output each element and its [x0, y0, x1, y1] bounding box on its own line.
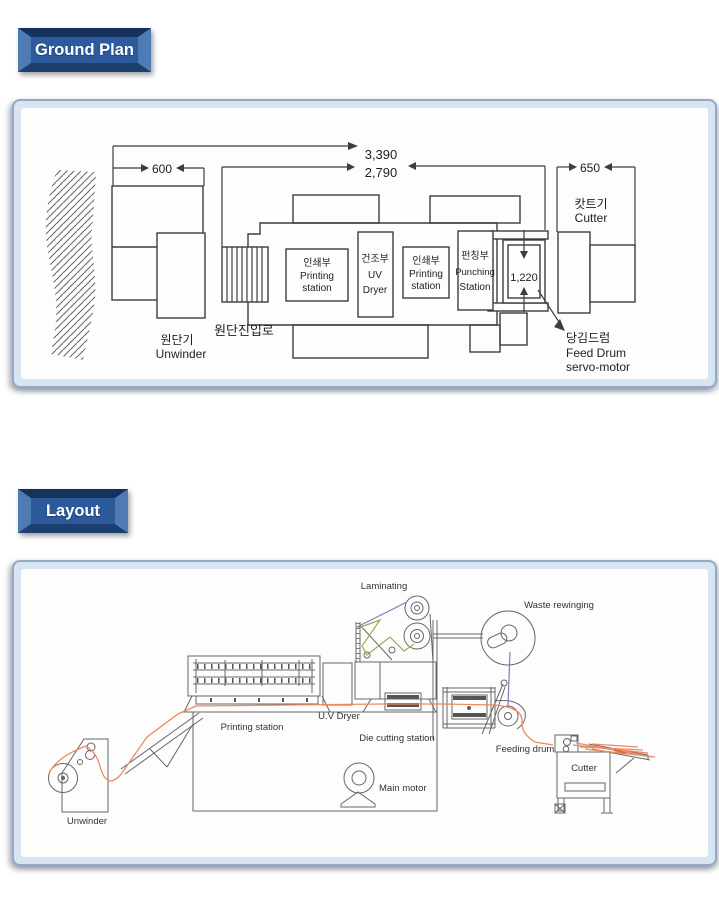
- dim-machine: 2,790: [365, 165, 398, 180]
- die-cutting-label: Die cutting station: [359, 733, 435, 744]
- punch-en1: Punching: [455, 267, 495, 278]
- web-path-green: [357, 618, 415, 656]
- dryer-ko: 건조부: [361, 253, 389, 265]
- dimension-lines: [112, 142, 636, 331]
- layout-svg: Laminating Waste rewinging Printing stat…: [48, 581, 656, 827]
- dim-feed-drum: 1,220: [510, 272, 538, 284]
- ground-plan-svg: 3,390 2,790 600 650 1,220 인쇄부 Printing s…: [45, 142, 636, 374]
- unwinder-side-shape: [48, 738, 109, 813]
- dryer-en1: UV: [368, 270, 382, 281]
- laminating-label: Laminating: [361, 581, 407, 592]
- die-cutting-shape: [362, 692, 437, 713]
- cutter-ko-label: 캇트기: [574, 197, 607, 211]
- uv-dryer-shape: [322, 662, 353, 706]
- ground-plan-title-button: Ground Plan: [18, 28, 151, 72]
- main-motor-shape: [340, 762, 376, 808]
- station2-ko: 인쇄부: [412, 255, 440, 267]
- dim-unwinder: 600: [152, 162, 172, 176]
- feed-drum-en1-label: Feed Drum: [566, 346, 626, 360]
- machine-body-plan: [247, 194, 549, 359]
- unwinder-en-label: Unwinder: [156, 347, 207, 361]
- cutter-en-label: Cutter: [575, 211, 608, 225]
- ground-plan-frame: 3,390 2,790 600 650 1,220 인쇄부 Printing s…: [12, 99, 717, 388]
- layout-title-button: Layout: [18, 489, 128, 533]
- web-path-purple: [356, 601, 511, 707]
- dryer-en2: Dryer: [363, 285, 388, 296]
- punch-unit-shape: [442, 687, 496, 729]
- feed-drum-en2-label: servo-motor: [566, 360, 630, 374]
- main-motor-label: Main motor: [379, 783, 427, 794]
- station1-en2: station: [302, 283, 331, 294]
- station2-en1: Printing: [409, 269, 443, 280]
- layout-canvas: Laminating Waste rewinging Printing stat…: [21, 569, 708, 857]
- unwinder-plan-shape: [111, 185, 206, 319]
- web-path-orange: [48, 703, 656, 782]
- punch-ko: 펀칭부: [461, 250, 489, 262]
- infeed-ramp: [120, 712, 204, 775]
- cutter-plan-shape: [557, 231, 636, 314]
- station1-en1: Printing: [300, 271, 334, 282]
- printing-station-label: Printing station: [221, 722, 284, 733]
- dim-cutter: 650: [580, 161, 600, 175]
- printing-station-shape: [183, 655, 331, 713]
- feed-drum-ko-label: 당김드럼: [566, 331, 610, 345]
- feeding-drum-label: Feeding drum: [496, 744, 555, 755]
- layout-frame: Laminating Waste rewinging Printing stat…: [12, 560, 717, 866]
- unwinder-ko-label: 원단기: [160, 333, 193, 347]
- waste-rewinding-label: Waste rewinging: [524, 600, 594, 611]
- unwinder-label: Unwinder: [67, 816, 107, 827]
- web-entry-shape: [221, 246, 269, 303]
- machine-base: [192, 711, 438, 812]
- punch-en2: Station: [459, 282, 490, 293]
- station2-en2: station: [411, 281, 440, 292]
- station1-ko: 인쇄부: [303, 257, 331, 269]
- laminating-shape: [354, 595, 437, 700]
- ground-plan-canvas: 3,390 2,790 600 650 1,220 인쇄부 Printing s…: [21, 108, 708, 379]
- wall-hatch: [45, 170, 96, 360]
- web-entry-label: 원단진입로: [214, 323, 274, 338]
- cutter-label: Cutter: [571, 763, 597, 774]
- dim-overall: 3,390: [365, 147, 398, 162]
- uv-dryer-label: U.V Dryer: [318, 711, 360, 722]
- waste-rewinding-shape: [432, 610, 536, 740]
